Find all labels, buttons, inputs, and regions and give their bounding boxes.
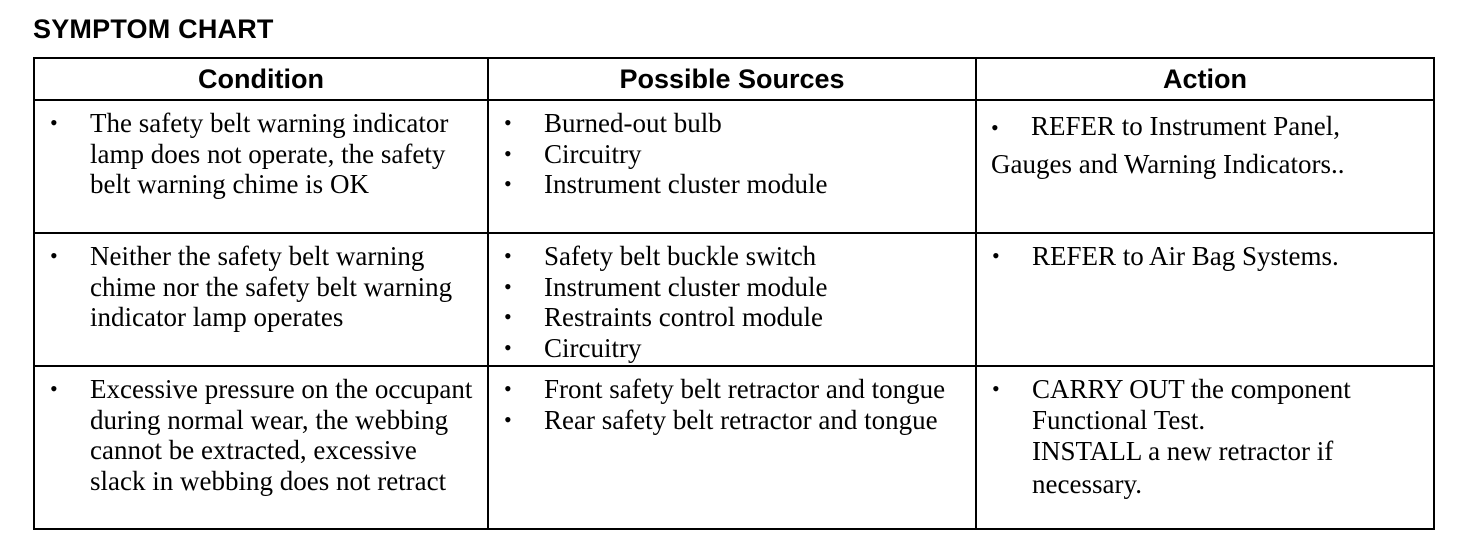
source-text: Circuitry — [544, 332, 642, 363]
bullet-icon: • — [504, 376, 512, 401]
condition-cell: • Neither the safety belt warning chime … — [33, 232, 489, 367]
list-item: • The safety belt warning indicator lamp… — [35, 108, 487, 200]
bullet-icon: • — [992, 376, 1000, 401]
bullet-icon: • — [504, 406, 512, 432]
list-item: • Rear safety belt retractor and tongue — [489, 405, 975, 436]
source-text: Restraints control module — [544, 302, 823, 332]
sources-cell: • Burned-out bulb • Circuitry • Instrument … — [487, 99, 977, 234]
table-row: • The safety belt warning indicator lamp… — [33, 99, 1435, 234]
list-item: • Safety belt buckle switch — [489, 241, 975, 272]
source-text: Rear safety belt retractor and tongue — [544, 404, 938, 435]
action-cell: • REFER to Air Bag Systems. — [975, 232, 1435, 367]
bullet-icon: • — [504, 304, 512, 329]
source-text: Circuitry — [544, 138, 642, 169]
action-text: REFER to Air Bag Systems. — [1032, 241, 1339, 271]
list-item: • Neither the safety belt warning chime … — [35, 241, 487, 333]
list-item: • Front safety belt retractor and tongue — [489, 374, 975, 405]
action-cell: • CARRY OUT the component Functional Tes… — [975, 365, 1435, 530]
bullet-icon: • — [991, 115, 999, 140]
header-action: Action — [975, 57, 1435, 101]
condition-text: Excessive pressure on the occupant durin… — [90, 374, 473, 496]
condition-cell: • Excessive pressure on the occupant dur… — [33, 365, 489, 530]
action-line: • REFER to Instrument Panel, — [991, 108, 1423, 146]
list-item: • Circuitry — [489, 139, 975, 170]
header-possible-sources: Possible Sources — [487, 57, 977, 101]
action-text: CARRY OUT the component Functional Test. — [1032, 374, 1351, 435]
list-item: • REFER to Air Bag Systems. — [977, 241, 1433, 272]
bullet-icon: • — [992, 243, 1000, 268]
bullet-icon: • — [504, 243, 512, 268]
source-text: Front safety belt retractor and tongue — [544, 374, 946, 404]
list-item: • Excessive pressure on the occupant dur… — [35, 374, 487, 496]
symptom-table: Condition Possible Sources Action • The … — [33, 57, 1435, 530]
header-condition: Condition — [33, 57, 489, 101]
condition-text: The safety belt warning indicator lamp d… — [90, 108, 449, 199]
bullet-icon: • — [50, 243, 58, 268]
action-text: REFER to Instrument Panel, — [1031, 111, 1340, 141]
bullet-icon: • — [504, 334, 512, 360]
table-row: • Neither the safety belt warning chime … — [33, 232, 1435, 367]
source-text: Burned-out bulb — [544, 108, 722, 138]
condition-text: Neither the safety belt warning chime no… — [90, 241, 453, 332]
list-item: • Circuitry — [489, 333, 975, 364]
list-item: • Instrument cluster module — [489, 169, 975, 200]
list-item: • Burned-out bulb — [489, 108, 975, 139]
page-title: SYMPTOM CHART — [33, 14, 274, 44]
bullet-icon: • — [50, 376, 58, 401]
list-item: • CARRY OUT the component Functional Tes… — [977, 374, 1433, 501]
source-text: Instrument cluster module — [544, 169, 828, 199]
bullet-icon: • — [504, 110, 512, 135]
source-text: Instrument cluster module — [544, 271, 828, 302]
list-item: • Instrument cluster module — [489, 272, 975, 303]
sources-cell: • Safety belt buckle switch • Instrument c… — [487, 232, 977, 367]
source-text: Safety belt buckle switch — [544, 241, 817, 271]
bullet-icon: • — [504, 140, 512, 166]
bullet-icon: • — [504, 273, 512, 299]
action-line: Gauges and Warning Indicators.. — [991, 149, 1345, 179]
list-item: • Restraints control module — [489, 302, 975, 333]
table-row: • Excessive pressure on the occupant dur… — [33, 365, 1435, 530]
condition-cell: • The safety belt warning indicator lamp… — [33, 99, 489, 234]
action-cell: • REFER to Instrument Panel, Gauges and W… — [975, 99, 1435, 234]
table-header-row: Condition Possible Sources Action — [33, 57, 1435, 101]
sources-cell: •Front safety belt retractor and tongue … — [487, 365, 977, 530]
bullet-icon: • — [50, 110, 58, 135]
action-text: INSTALL a new retractor if necessary. — [1032, 436, 1334, 499]
bullet-icon: • — [504, 171, 512, 196]
